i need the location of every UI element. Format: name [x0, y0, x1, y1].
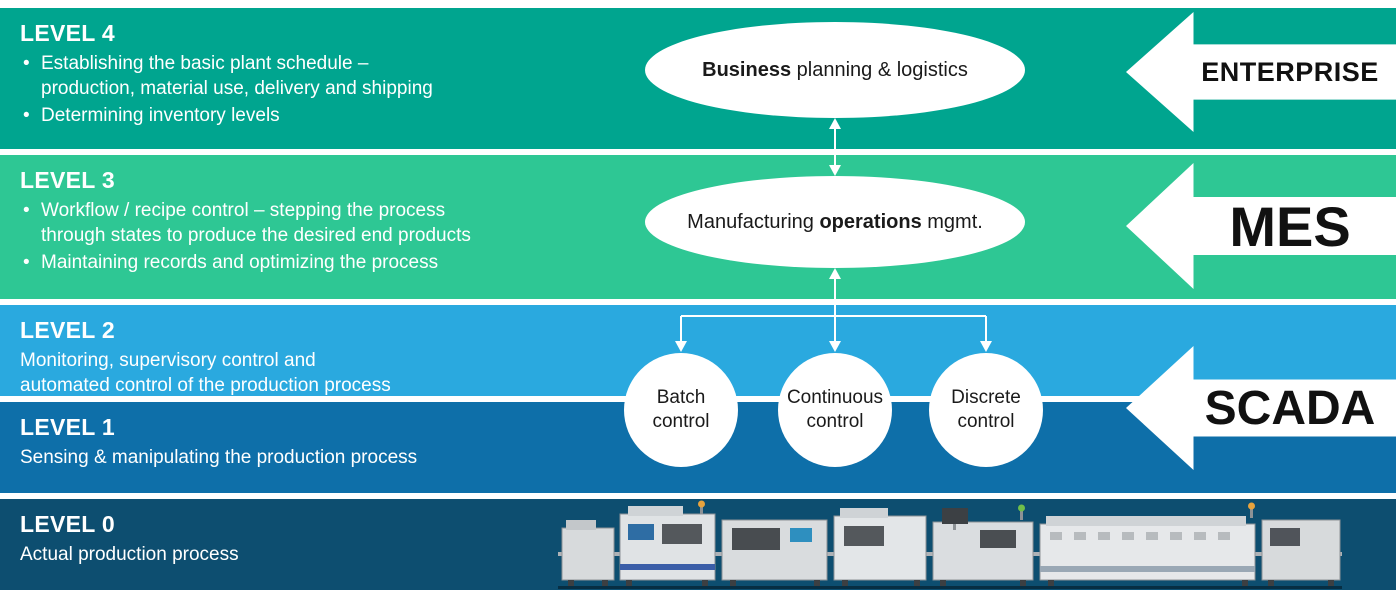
level2-label: LEVEL 2: [20, 317, 115, 343]
batch-control-node: Batch control: [624, 353, 738, 467]
mes-arrow-label: MES: [1229, 194, 1351, 258]
bullet-item: Maintaining records and optimizing the p…: [20, 250, 560, 275]
node-text: Business planning & logistics: [702, 58, 968, 81]
business-planning-node: Business planning & logistics: [645, 22, 1025, 118]
level2-text: automated control of the production proc…: [20, 375, 391, 397]
level1-label: LEVEL 1: [20, 414, 115, 440]
level0-text: Actual production process: [20, 544, 239, 565]
level4-bullets: Establishing the basic plant schedule – …: [20, 51, 560, 128]
level1-text: Sensing & manipulating the production pr…: [20, 447, 418, 468]
level0-label: LEVEL 0: [20, 511, 115, 537]
level2-text: Monitoring, supervisory control and: [20, 350, 316, 371]
production-line-illustration: [558, 500, 1342, 589]
bullet-item: Establishing the basic plant schedule – …: [20, 51, 560, 101]
scada-arrow-label: SCADA: [1204, 381, 1376, 435]
enterprise-arrow-label: ENTERPRISE: [1201, 56, 1379, 87]
node-text: Manufacturing operations mgmt.: [687, 210, 983, 233]
continuous-control-node: Continuous control: [778, 353, 892, 467]
bullet-item: Determining inventory levels: [20, 103, 560, 128]
level3-bullets: Workflow / recipe control – stepping the…: [20, 198, 560, 275]
discrete-control-node: Discrete control: [929, 353, 1043, 467]
level4-label: LEVEL 4: [20, 20, 115, 46]
level3-label: LEVEL 3: [20, 167, 115, 193]
bullet-item: Workflow / recipe control – stepping the…: [20, 198, 560, 248]
manufacturing-operations-node: Manufacturing operations mgmt.: [645, 176, 1025, 268]
